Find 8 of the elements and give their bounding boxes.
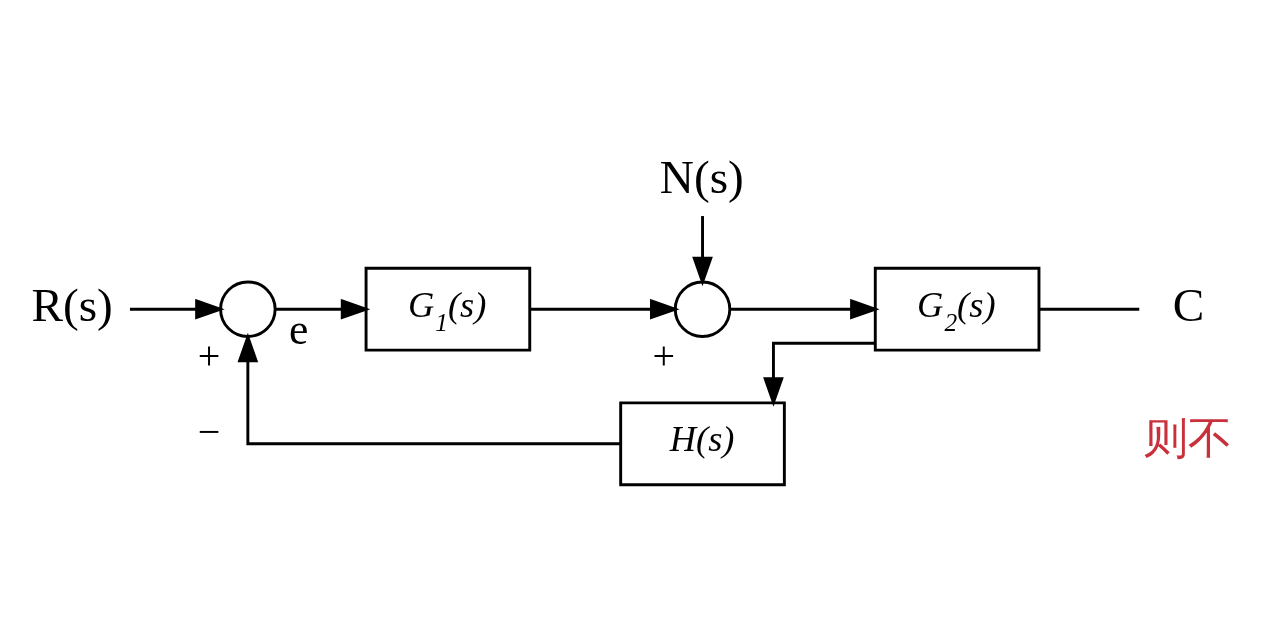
node-text: R(s)	[31, 278, 113, 331]
label: 则不	[1144, 412, 1233, 464]
node-text: C	[1172, 278, 1205, 331]
node-text: N(s)	[659, 151, 744, 204]
node-label: +	[652, 332, 676, 378]
node-label: −	[197, 408, 221, 454]
node-label: +	[197, 332, 221, 378]
edge-label: e	[288, 305, 309, 354]
